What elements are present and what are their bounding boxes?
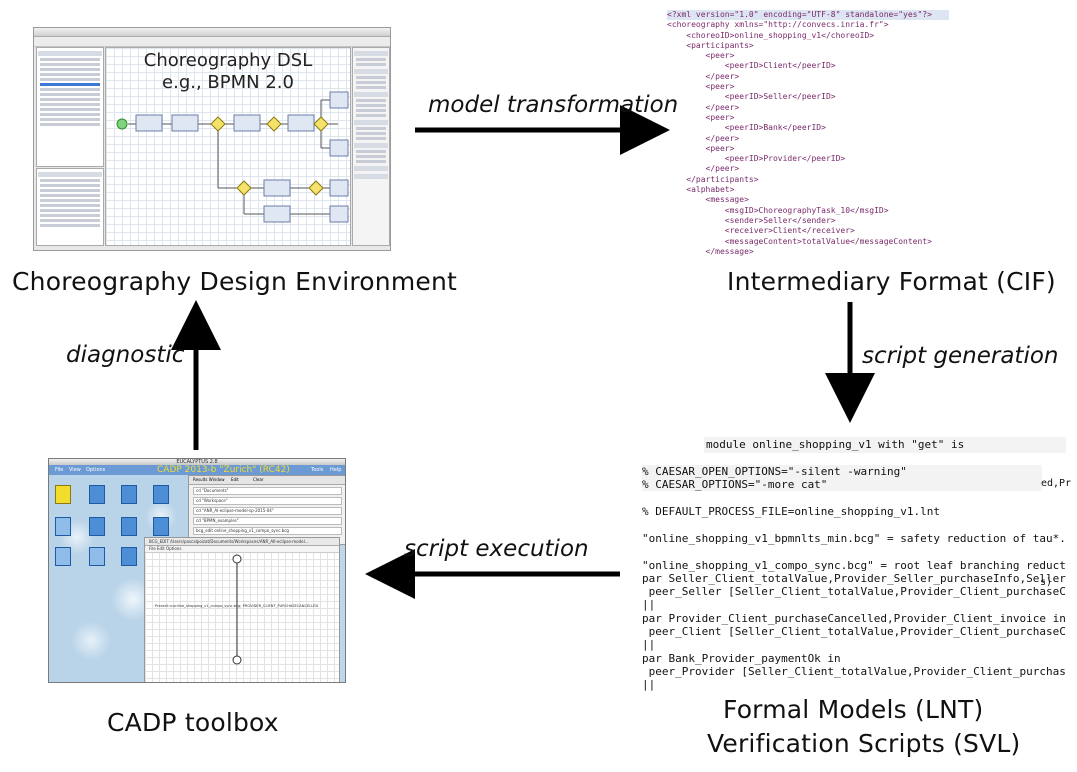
cadp-window-label: EUCALYPTUS 2.8 <box>49 459 345 465</box>
dsl-label: Choreography DSL e.g., BPMN 2.0 <box>106 50 350 94</box>
svl-line: "online_shopping_v1_bpmnlts_min.bcg" = s… <box>642 532 1066 545</box>
results-line: cd "Documents" <box>193 487 342 495</box>
svl-line: || <box>642 598 656 611</box>
caption-formal-models: Formal Models (LNT) <box>723 695 984 724</box>
label-model-transformation: model transformation <box>428 92 679 118</box>
caption-cadp: CADP toolbox <box>107 708 279 737</box>
results-line: cd "BPMN_examples" <box>193 517 342 525</box>
svl-line: % DEFAULT_PROCESS_FILE=online_shopping_v… <box>642 505 941 518</box>
file-icon[interactable] <box>55 517 71 536</box>
cadp-menubar: File View Options CADP 2013-b "Zurich" (… <box>49 465 345 475</box>
dsl-label-line2: e.g., BPMN 2.0 <box>162 72 294 93</box>
svl-script-listing: ed,Pr s) module online_shopping_v1 with … <box>640 435 1077 691</box>
file-icon[interactable] <box>153 485 169 504</box>
svl-line: || <box>642 678 656 691</box>
bcg-edit-window: BCG_EDIT /Users/pascalpoizat/Documents/W… <box>144 537 340 682</box>
svl-line: % CAESAR_OPEN_OPTIONS="-silent -warning" <box>642 465 907 478</box>
cif-xml-listing: <?xml version="1.0" encoding="UTF-8" sta… <box>667 10 949 265</box>
caption-design-environment: Choreography Design Environment <box>12 267 458 296</box>
dsl-label-line1: Choreography DSL <box>143 50 313 71</box>
svl-line: % CAESAR_OPTIONS="-more cat" <box>642 478 828 491</box>
svl-line: peer_Client [Seller_Client_totalValue,Pr… <box>642 625 1066 638</box>
cif-line: <peer> <box>667 51 735 61</box>
cif-line: <alphabet> <box>667 185 735 195</box>
file-icon[interactable] <box>153 517 169 536</box>
tab-results-window[interactable]: Results Window <box>193 477 225 482</box>
cadp-menu-tools[interactable]: Tools <box>311 467 324 473</box>
eclipse-screenshot: Choreography DSL e.g., BPMN 2.0 <box>33 27 391 251</box>
cif-line: <choreoID>online_shopping_v1</choreoID> <box>667 30 875 40</box>
cif-line: <?xml version="1.0" encoding="UTF-8" sta… <box>667 10 949 21</box>
tab-edit[interactable]: Edit <box>231 477 239 482</box>
cif-line: <peerID>Provider</peerID> <box>667 154 846 164</box>
results-line: bcg_edit online_shopping_v1_compo_sync.b… <box>193 527 342 535</box>
cif-line: <participants> <box>667 40 754 50</box>
caption-cif: Intermediary Format (CIF) <box>727 267 1056 296</box>
label-diagnostic: diagnostic <box>66 342 185 368</box>
cif-line: <choreography xmlns="http://convecs.inri… <box>667 20 889 30</box>
cif-line: </peer> <box>667 102 740 112</box>
cadp-menu-view[interactable]: View <box>69 467 81 473</box>
cif-line: <peerID>Client</peerID> <box>667 61 836 71</box>
file-icon[interactable] <box>89 547 105 566</box>
eclipse-toolbar <box>34 37 390 47</box>
yellow-file-icon[interactable] <box>55 485 71 504</box>
cif-line: <receiver>Client</receiver> <box>667 226 855 236</box>
cif-line: <peer> <box>667 82 735 92</box>
bpmn-diagram-svg <box>116 91 349 223</box>
svl-side-fragment-1: ed,Pr <box>1041 478 1072 489</box>
file-icon[interactable] <box>121 485 137 504</box>
file-icon[interactable] <box>55 547 71 566</box>
svl-line: par Bank_Provider_paymentOk in <box>642 652 841 665</box>
cadp-menu-options[interactable]: Options <box>86 467 106 473</box>
svl-line: peer_Provider [Seller_Client_totalValue,… <box>642 665 1066 678</box>
cif-line: <peer> <box>667 143 735 153</box>
cif-line: <sender>Seller</sender> <box>667 215 836 225</box>
results-line: cd "ANR_AI-eclipse-model-sp-2015-04" <box>193 507 342 515</box>
cif-line: </message> <box>667 246 754 256</box>
results-window-pane: Results Window Edit Clear cd "Documents"… <box>188 475 345 545</box>
cif-line: </peer> <box>667 71 740 81</box>
file-icon[interactable] <box>121 547 137 566</box>
cif-line: <messageContent>totalValue</messageConte… <box>667 236 932 246</box>
cadp-screenshot: EUCALYPTUS 2.8 File View Options CADP 20… <box>48 458 346 683</box>
svl-line: module online_shopping_v1 with "get" is <box>706 438 965 451</box>
lts-transition-label: Present:n:online_shopping_v1_compo_sync.… <box>155 604 319 608</box>
file-icon[interactable] <box>89 517 105 536</box>
cif-line: <peer> <box>667 112 735 122</box>
console-panel <box>36 168 104 246</box>
bpmn-diagram-canvas: Choreography DSL e.g., BPMN 2.0 <box>105 47 351 246</box>
cif-line: </participants> <box>667 174 759 184</box>
svl-line: peer_Seller [Seller_Client_totalValue,Pr… <box>642 585 1066 598</box>
package-explorer-panel <box>36 47 104 167</box>
cif-line: </peer> <box>667 164 740 174</box>
cif-line: <peerID>Seller</peerID> <box>667 92 836 102</box>
cif-line: <peerID>Bank</peerID> <box>667 123 826 133</box>
cif-line: <msgID>ChoreographyTask_10</msgID> <box>667 205 889 215</box>
results-line: cd "Workspace" <box>193 497 342 505</box>
bcg-edit-title: BCG_EDIT /Users/pascalpoizat/Documents/W… <box>145 538 339 546</box>
cif-line: <message> <box>667 195 749 205</box>
cadp-menu-help[interactable]: Help <box>330 467 342 473</box>
svl-line: "online_shopping_v1_compo_sync.bcg" = ro… <box>642 559 1066 572</box>
bcg-edit-menu[interactable]: File Edit Options <box>145 546 339 553</box>
eclipse-titlebar <box>34 28 390 37</box>
cadp-menu-file[interactable]: File <box>55 467 64 473</box>
cif-line: </peer> <box>667 133 740 143</box>
svl-line: || <box>642 638 656 651</box>
label-script-execution: script execution <box>404 536 589 562</box>
svl-side-fragment-2: s) <box>1040 577 1053 588</box>
label-script-generation: script generation <box>862 343 1059 369</box>
svl-line: par Seller_Client_totalValue,Provider_Se… <box>642 572 1066 585</box>
file-icon[interactable] <box>89 485 105 504</box>
bpmn-palette-panel <box>352 47 390 246</box>
svl-line: par Provider_Client_purchaseCancelled,Pr… <box>642 612 1066 625</box>
caption-verification-scripts: Verification Scripts (SVL) <box>707 729 1021 758</box>
cadp-title: CADP 2013-b "Zurich" (RC42) <box>157 465 290 475</box>
tab-clear[interactable]: Clear <box>253 477 264 482</box>
file-icon[interactable] <box>121 517 137 536</box>
lts-graph-svg <box>232 554 242 665</box>
